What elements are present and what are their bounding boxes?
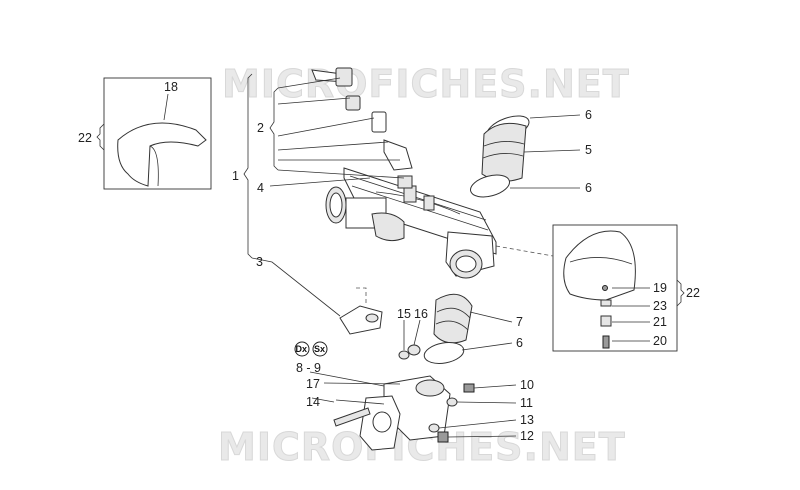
fuel-fitting bbox=[335, 67, 353, 87]
callout-6-middle: 6 bbox=[585, 181, 592, 195]
cover-part-19 bbox=[563, 230, 636, 301]
callout-8-9: 8 - 9 bbox=[296, 361, 321, 375]
intake-hose-7 bbox=[433, 293, 473, 344]
lower-hoses bbox=[423, 293, 473, 364]
callout-brackets bbox=[96, 73, 685, 317]
dashed-link-3 bbox=[356, 287, 367, 304]
nut-part-12 bbox=[437, 431, 449, 443]
leader-lines bbox=[309, 114, 581, 438]
upper-hoses bbox=[470, 115, 530, 198]
callout-16: 16 bbox=[414, 307, 428, 321]
cover-hole bbox=[602, 285, 608, 291]
callout-2: 2 bbox=[257, 121, 264, 135]
callout-19: 19 bbox=[653, 281, 667, 295]
callout-6-bottom: 6 bbox=[516, 336, 523, 350]
callout-17: 17 bbox=[306, 377, 320, 391]
callout-18: 18 bbox=[164, 80, 178, 94]
injector-body bbox=[371, 111, 387, 133]
throttle-body-assembly bbox=[325, 167, 497, 279]
fuel-rail-parts bbox=[311, 67, 413, 189]
linkage-left bbox=[371, 212, 405, 242]
callout-1: 1 bbox=[232, 169, 239, 183]
callout-10: 10 bbox=[520, 378, 534, 392]
spacer-part-21 bbox=[600, 315, 612, 327]
manifold-outlet bbox=[415, 379, 445, 397]
washer-part-11 bbox=[446, 397, 458, 407]
cover-part-18 bbox=[117, 122, 207, 187]
idle-screw bbox=[423, 195, 435, 211]
callout-4: 4 bbox=[257, 181, 264, 195]
bolt-part-10 bbox=[463, 383, 475, 393]
badge-sx bbox=[312, 341, 328, 357]
watermark-top: MICROFICHES.NET bbox=[222, 62, 630, 106]
clamp-6-lower bbox=[423, 342, 465, 364]
callout-11: 11 bbox=[520, 396, 533, 410]
linkage-rod bbox=[375, 191, 461, 215]
sensor-part-3 bbox=[339, 305, 383, 335]
badge-dx-label: Dx bbox=[296, 344, 308, 354]
badge-sx-label: Sx bbox=[314, 344, 325, 354]
fuel-bracket bbox=[383, 139, 413, 171]
callout-labels: 18 22 1 2 4 3 6 5 6 19 23 21 20 22 15 16… bbox=[78, 80, 700, 443]
manifold-parts bbox=[333, 375, 475, 451]
callout-22-left: 22 bbox=[78, 131, 92, 145]
intake-hose-5 bbox=[481, 122, 527, 182]
washer-part-13 bbox=[428, 423, 440, 433]
inset-frame-right bbox=[552, 224, 678, 352]
callout-13: 13 bbox=[520, 413, 534, 427]
dashed-link-right bbox=[495, 245, 554, 257]
clamp-6-middle bbox=[470, 174, 510, 198]
inset-frame-left bbox=[103, 77, 212, 190]
callout-14: 14 bbox=[306, 395, 320, 409]
washer-part-15 bbox=[398, 350, 410, 360]
stud-part-14 bbox=[333, 407, 371, 427]
callout-7: 7 bbox=[516, 315, 523, 329]
callout-6-top: 6 bbox=[585, 108, 592, 122]
callout-22-right: 22 bbox=[686, 286, 700, 300]
callout-5: 5 bbox=[585, 143, 592, 157]
callout-23: 23 bbox=[653, 299, 667, 313]
washer-part-16 bbox=[407, 344, 421, 356]
callout-21: 21 bbox=[653, 315, 667, 329]
badge-dx bbox=[294, 341, 310, 357]
injector-clip bbox=[345, 95, 361, 111]
callout-3: 3 bbox=[256, 255, 263, 269]
callout-20: 20 bbox=[653, 334, 667, 348]
injector-seat bbox=[397, 175, 413, 189]
grommet-part-23 bbox=[600, 299, 612, 307]
callout-12: 12 bbox=[520, 429, 534, 443]
inset-cover-left bbox=[103, 77, 212, 190]
inset-cover-right bbox=[552, 224, 678, 352]
callout-15: 15 bbox=[397, 307, 411, 321]
screw-part-20 bbox=[602, 335, 610, 349]
